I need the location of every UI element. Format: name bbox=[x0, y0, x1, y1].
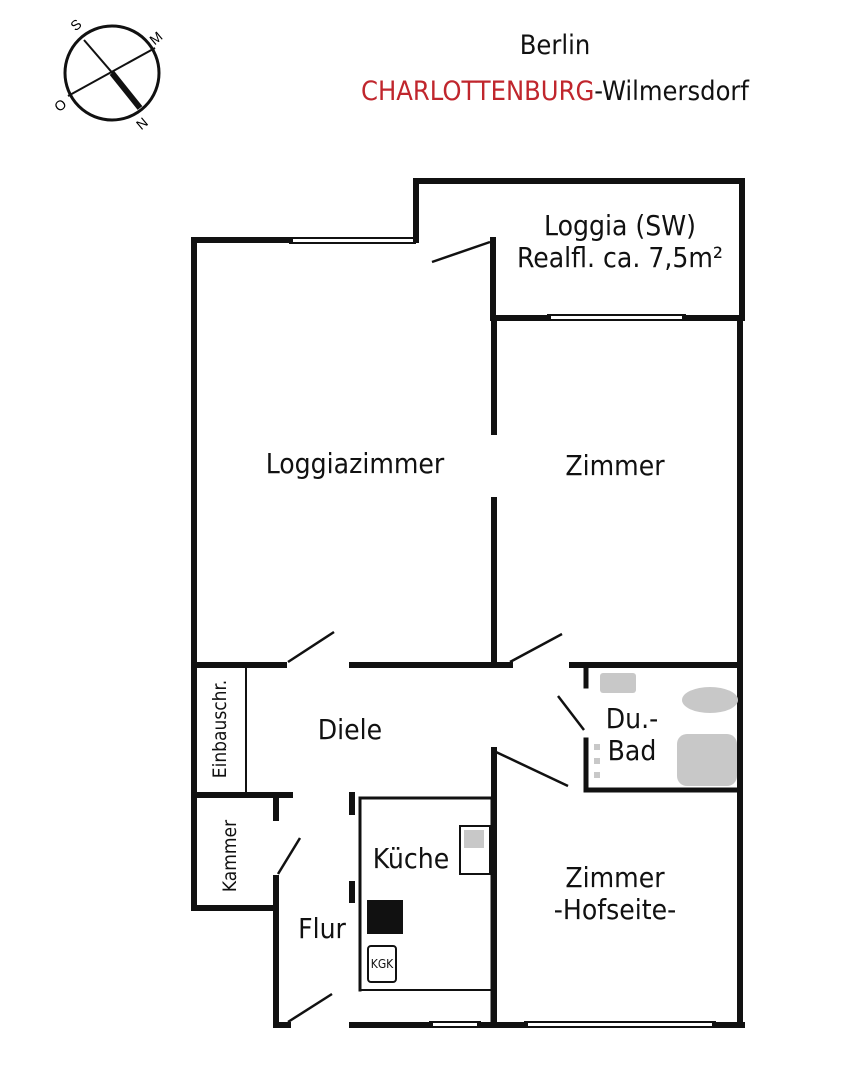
district-title: CHARLOTTENBURG-Wilmersdorf bbox=[0, 78, 864, 105]
hof-line1: Zimmer bbox=[565, 861, 665, 894]
shower-tray bbox=[677, 734, 737, 786]
city-title: Berlin bbox=[519, 30, 591, 61]
room-zimmer-hofseite: Zimmer -Hofseite- bbox=[530, 861, 700, 927]
room-flur: Flur bbox=[298, 912, 346, 945]
fixtures bbox=[367, 673, 738, 934]
room-zimmer: Zimmer bbox=[565, 449, 665, 482]
loggia-line2: Realfl. ca. 7,5m² bbox=[516, 241, 723, 275]
room-diele: Diele bbox=[317, 713, 383, 746]
bathroom-sink bbox=[600, 673, 636, 693]
door-swings bbox=[276, 240, 585, 1024]
kitchen-sink-basin bbox=[464, 830, 484, 848]
bath-radiator-3 bbox=[594, 772, 600, 778]
room-loggiazimmer: Loggiazimmer bbox=[265, 447, 445, 480]
room-loggia: Loggia (SW) Realfl. ca. 7,5m² bbox=[500, 209, 740, 275]
compass-rose bbox=[63, 24, 161, 122]
loggia-line1: Loggia (SW) bbox=[544, 209, 696, 242]
district-red: CHARLOTTENBURG bbox=[361, 76, 595, 107]
bathroom-basin bbox=[682, 687, 738, 713]
bad-line1: Du.- bbox=[605, 702, 659, 735]
kitchen-stove bbox=[367, 900, 403, 934]
room-einbauschrank: Einbauschr. bbox=[209, 679, 231, 779]
bad-line2: Bad bbox=[607, 734, 657, 768]
hof-line2: -Hofseite- bbox=[553, 893, 677, 927]
bath-radiator-2 bbox=[594, 758, 600, 764]
floor-plan-walls bbox=[191, 178, 745, 1028]
compass-n: N bbox=[133, 114, 151, 133]
bath-radiator-1 bbox=[594, 744, 600, 750]
kgk-fridge: KGK bbox=[367, 945, 397, 983]
room-kueche: Küche bbox=[372, 842, 450, 875]
district-rest: -Wilmersdorf bbox=[594, 76, 749, 107]
room-bad: Du.- Bad bbox=[596, 702, 668, 768]
kitchen-sink bbox=[459, 825, 491, 875]
room-kammer: Kammer bbox=[219, 819, 241, 893]
